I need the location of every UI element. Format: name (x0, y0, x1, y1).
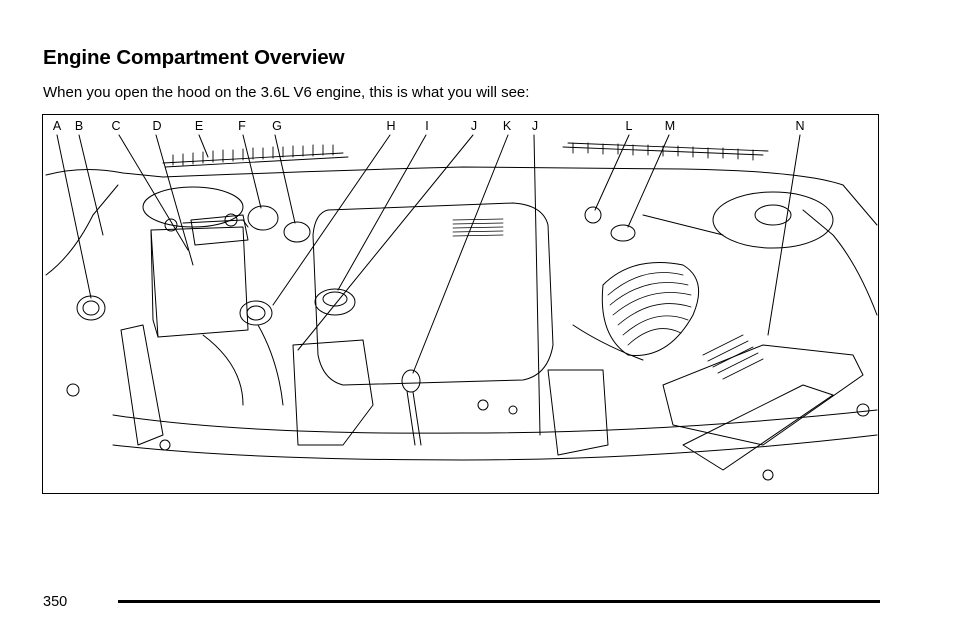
callout-h: H (386, 119, 396, 133)
page-heading: Engine Compartment Overview (43, 46, 345, 69)
callout-f: F (238, 119, 246, 133)
callout-e: E (194, 119, 204, 133)
callout-i: I (425, 119, 429, 133)
engine-illustration: A B C D E F G H I J K J L M N (42, 114, 879, 494)
callout-j-second: J (531, 119, 539, 133)
callout-a: A (52, 119, 62, 133)
callout-d: D (152, 119, 162, 133)
page-number: 350 (43, 594, 68, 610)
callout-b: B (74, 119, 84, 133)
callout-j-first: J (470, 119, 478, 133)
callout-c: C (111, 119, 121, 133)
callout-leaders (56, 134, 801, 436)
callout-m: M (664, 119, 676, 133)
callout-k: K (502, 119, 512, 133)
callout-n: N (795, 119, 805, 133)
engine-line-drawing (45, 134, 878, 481)
footer-rule (118, 600, 880, 603)
radiator-fins (162, 142, 769, 168)
cover-ribs (452, 218, 504, 237)
callout-g: G (272, 119, 282, 133)
callout-l: L (625, 119, 633, 133)
intro-text: When you open the hood on the 3.6L V6 en… (43, 84, 530, 101)
